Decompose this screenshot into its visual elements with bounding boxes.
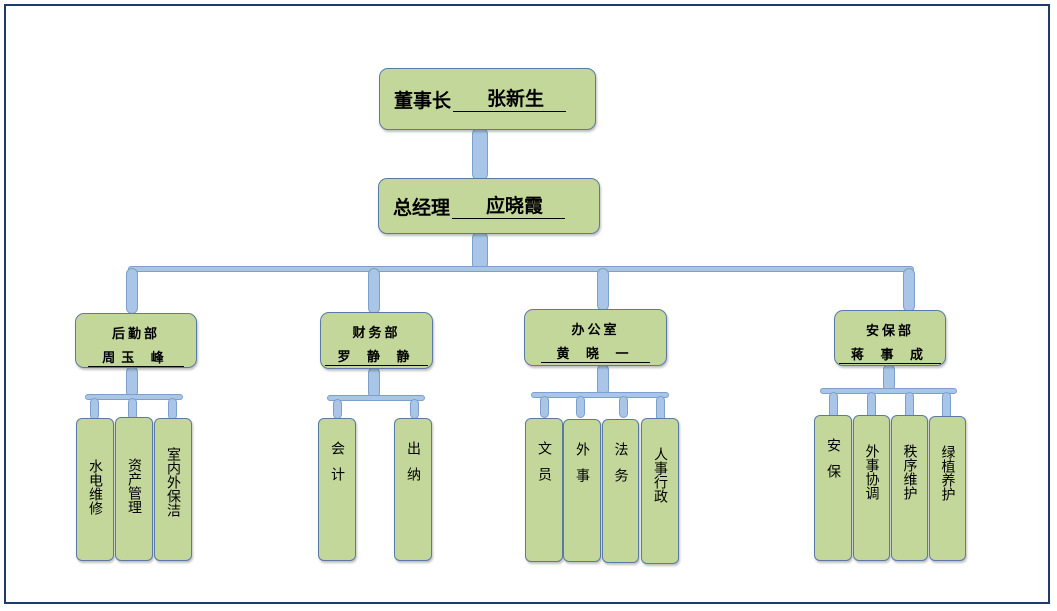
- connector: [472, 232, 488, 270]
- unit-box: 水电维修: [76, 418, 114, 561]
- dept-title: 安保部: [865, 324, 914, 339]
- dept-security: 安保部 蒋 事 成: [834, 310, 946, 366]
- gm-name: 应晓霞: [452, 194, 566, 219]
- unit-box: 秩序维护: [891, 415, 928, 561]
- connector-bar: [820, 388, 957, 394]
- dept-title: 后勤部: [111, 327, 160, 342]
- unit-label: 外事: [574, 442, 590, 494]
- unit-label: 绿植养护: [939, 445, 956, 501]
- frame: [4, 4, 1050, 604]
- unit-box: 人事行政: [641, 418, 679, 564]
- connector: [90, 398, 99, 420]
- unit-label: 出纳: [405, 441, 421, 493]
- gm-box: 总经理应晓霞: [378, 178, 600, 234]
- dept-title: 财务部: [352, 326, 401, 341]
- unit-box: 资产管理: [115, 417, 153, 561]
- dept-finance: 财务部 罗 静 静: [320, 312, 433, 369]
- unit-box: 外事: [563, 419, 601, 562]
- connector: [368, 268, 380, 314]
- unit-box: 室内外保洁: [154, 418, 192, 561]
- unit-box: 法务: [602, 419, 639, 563]
- unit-label: 秩序维护: [901, 444, 918, 500]
- dept-title: 办公室: [571, 323, 620, 338]
- connector: [333, 399, 342, 419]
- unit-label: 室内外保洁: [165, 447, 181, 517]
- unit-label: 法务: [612, 442, 629, 494]
- unit-box: 安保: [814, 415, 852, 561]
- chairman-box: 董事长张新生: [379, 68, 596, 130]
- connector: [472, 128, 488, 180]
- unit-label: 会计: [329, 441, 345, 493]
- connector: [576, 396, 585, 418]
- unit-box: 外事协调: [853, 415, 890, 561]
- dept-head: 罗 静 静: [325, 346, 428, 366]
- dept-head: 蒋 事 成: [838, 344, 942, 364]
- unit-label: 人事行政: [652, 447, 668, 503]
- unit-label: 水电维修: [87, 459, 103, 515]
- chairman-title: 董事长: [394, 89, 452, 112]
- connector: [168, 398, 177, 420]
- unit-label: 文员: [536, 441, 552, 493]
- unit-box: 出纳: [394, 418, 432, 561]
- connector: [619, 396, 628, 418]
- unit-label: 安保: [825, 438, 841, 490]
- connector-bar: [128, 266, 914, 272]
- connector: [540, 396, 549, 418]
- unit-box: 会计: [318, 418, 356, 561]
- chairman-name: 张新生: [453, 87, 567, 112]
- connector: [903, 268, 915, 312]
- connector-bar: [327, 395, 425, 401]
- connector: [410, 399, 419, 419]
- unit-label: 外事协调: [863, 444, 880, 500]
- dept-head: 周玉 峰: [88, 347, 184, 367]
- unit-box: 文员: [525, 418, 563, 562]
- unit-box: 绿植养护: [929, 416, 966, 561]
- connector: [126, 268, 138, 314]
- unit-label: 资产管理: [126, 458, 142, 514]
- dept-office: 办公室 黄 晓 一: [524, 309, 667, 366]
- connector: [597, 268, 609, 311]
- gm-title: 总经理: [393, 196, 451, 219]
- dept-head: 黄 晓 一: [541, 343, 650, 363]
- dept-logistics: 后勤部 周玉 峰: [75, 313, 197, 368]
- connector-bar: [531, 392, 669, 398]
